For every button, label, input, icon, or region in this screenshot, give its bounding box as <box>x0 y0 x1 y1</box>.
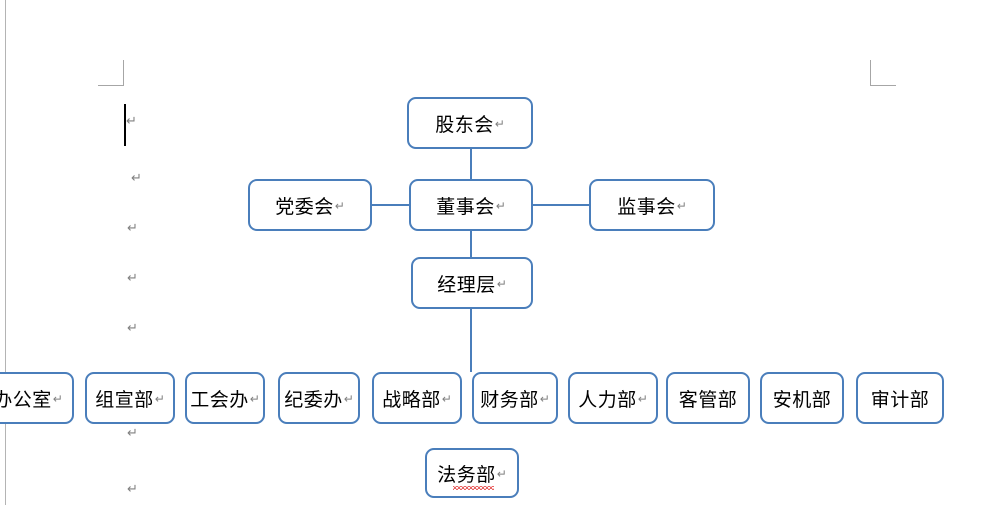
node-label-party-committee: 党委会 <box>275 196 334 218</box>
node-paragraph-mark-board-of-supervisors: ↵ <box>676 199 687 213</box>
paragraph-mark-para-5: ↵ <box>127 321 138 336</box>
node-label-strategy: 战略部 <box>382 389 441 411</box>
paragraph-mark-para-1: ↵ <box>126 114 137 129</box>
node-label-office: 办公室 <box>0 389 52 411</box>
spellcheck-squiggle-legal-affairs <box>453 485 494 490</box>
node-label-board-of-supervisors: 监事会 <box>617 196 676 218</box>
node-safety-machinery[interactable]: 安机部 <box>760 372 844 424</box>
node-paragraph-mark-management: ↵ <box>496 277 507 291</box>
margin-corner-mark-top-right <box>870 60 896 86</box>
node-paragraph-mark-shareholders: ↵ <box>494 117 505 131</box>
node-organization-publicity[interactable]: 组宣部↵ <box>85 372 175 424</box>
node-legal-affairs[interactable]: 法务部↵ <box>425 448 519 498</box>
node-label-union-office: 工会办 <box>190 389 249 411</box>
node-label-finance: 财务部 <box>480 389 539 411</box>
node-paragraph-mark-union-office: ↵ <box>249 392 260 406</box>
node-customer-management[interactable]: 客管部 <box>666 372 750 424</box>
node-label-shareholders: 股东会 <box>435 114 494 136</box>
node-label-human-resources: 人力部 <box>578 389 637 411</box>
node-label-management: 经理层 <box>437 274 496 296</box>
node-paragraph-mark-discipline-office: ↵ <box>343 392 354 406</box>
connector-management-to-departments <box>470 309 472 372</box>
page-left-boundary <box>5 0 6 505</box>
node-shareholders[interactable]: 股东会↵ <box>407 97 533 149</box>
node-paragraph-mark-legal-affairs: ↵ <box>496 467 507 481</box>
margin-corner-mark-top-left <box>98 60 124 86</box>
paragraph-mark-para-2: ↵ <box>131 171 142 186</box>
node-label-safety-machinery: 安机部 <box>772 389 832 411</box>
node-finance[interactable]: 财务部↵ <box>472 372 558 424</box>
text-caret <box>124 104 126 146</box>
connector-shareholders-to-board <box>470 149 472 179</box>
node-discipline-office[interactable]: 纪委办↵ <box>278 372 360 424</box>
paragraph-mark-para-3: ↵ <box>127 221 138 236</box>
node-board-of-supervisors[interactable]: 监事会↵ <box>589 179 715 231</box>
node-party-committee[interactable]: 党委会↵ <box>248 179 372 231</box>
node-strategy[interactable]: 战略部↵ <box>372 372 462 424</box>
node-paragraph-mark-board-of-directors: ↵ <box>495 199 506 213</box>
node-paragraph-mark-party-committee: ↵ <box>334 199 345 213</box>
node-management[interactable]: 经理层↵ <box>411 257 533 309</box>
node-audit[interactable]: 审计部 <box>856 372 944 424</box>
node-label-audit: 审计部 <box>870 389 930 411</box>
connector-board-to-supervisors <box>533 204 589 206</box>
node-label-board-of-directors: 董事会 <box>436 196 495 218</box>
node-label-discipline-office: 纪委办 <box>284 389 343 411</box>
node-paragraph-mark-human-resources: ↵ <box>637 392 648 406</box>
node-paragraph-mark-strategy: ↵ <box>441 392 452 406</box>
paragraph-mark-para-6: ↵ <box>127 426 138 441</box>
node-label-organization-publicity: 组宣部 <box>95 389 154 411</box>
node-paragraph-mark-office: ↵ <box>52 392 63 406</box>
connector-party-to-board <box>372 204 409 206</box>
paragraph-mark-para-4: ↵ <box>127 271 138 286</box>
paragraph-mark-para-7: ↵ <box>127 482 138 497</box>
connector-board-to-management <box>470 231 472 257</box>
node-label-customer-management: 客管部 <box>678 389 738 411</box>
node-office[interactable]: 办公室↵ <box>0 372 74 424</box>
node-union-office[interactable]: 工会办↵ <box>185 372 265 424</box>
node-board-of-directors[interactable]: 董事会↵ <box>409 179 533 231</box>
node-paragraph-mark-finance: ↵ <box>539 392 550 406</box>
node-human-resources[interactable]: 人力部↵ <box>568 372 658 424</box>
node-paragraph-mark-organization-publicity: ↵ <box>154 392 165 406</box>
node-label-legal-affairs: 法务部 <box>437 460 496 490</box>
